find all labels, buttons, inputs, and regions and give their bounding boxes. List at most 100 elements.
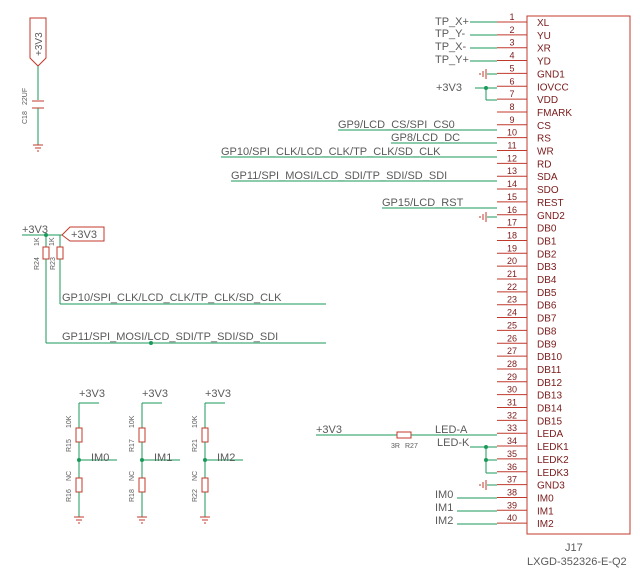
pin-name: IM0 [537,493,554,504]
pin-name: IM2 [537,519,554,530]
pin-number: 18 [507,230,517,240]
net-im2: IM2 [435,515,453,527]
c18-flag-label: +3V3 [34,32,45,56]
pin-number: 19 [507,243,517,253]
r24-ref: R24 [34,257,41,270]
pin-number: 36 [507,462,517,472]
connector-body [526,15,631,535]
top-value: 10K [192,415,199,428]
pin-number: 11 [507,141,516,151]
pin-number: 38 [507,487,517,497]
pin-name: XR [537,44,551,55]
pin-name: DB12 [537,378,562,389]
top-ref: R21 [192,439,199,452]
pin-number: 22 [507,282,517,292]
pin-number: 16 [507,205,517,215]
divider-net-label: IM0 [91,452,109,464]
pullup-net-clk: GP10/SPI_CLK/LCD_CLK/TP_CLK/SD_CLK [62,292,282,304]
top-value: 10K [129,415,136,428]
net-rst: GP15/LCD_RST [382,197,464,209]
pin-number: 2 [509,25,514,35]
pin-name: DB10 [537,352,562,363]
pin-number: 31 [507,398,517,408]
resistor-top [138,427,146,443]
pin-name: DB11 [537,365,562,376]
r23-ref: R23 [50,257,57,270]
pin-name: RS [537,134,551,145]
pin-name: DB9 [537,339,557,350]
pin-name: GND1 [537,69,565,80]
divider-supply-label: +3V3 [205,388,231,400]
v33-flag-c18 [29,17,47,67]
pin-name: RD [537,159,551,170]
pin-name: DB5 [537,288,557,299]
divider-supply-label: +3V3 [142,388,168,400]
pin-name: DB6 [537,301,557,312]
r23-value: 1K [49,237,56,246]
pin-name: GND3 [537,481,565,492]
pin-name: LEDA [537,429,563,440]
pin-number: 28 [507,359,517,369]
pin-number: 14 [507,179,517,189]
pin-number: 25 [507,320,517,330]
im-nets: IM0 IM1 IM2 [435,489,497,527]
pin-number: 26 [507,333,517,343]
pin-name: DB14 [537,404,562,415]
resistor-bottom [75,477,83,493]
bottom-ref: R16 [66,489,73,502]
capacitor-c18: +3V3 C18 22UF [22,17,47,152]
net-leda: LED-A [435,424,468,436]
resistor-bottom [201,477,209,493]
pin-number: 37 [507,475,517,485]
pin-name: IOVCC [537,82,569,93]
pin-number: 32 [507,410,517,420]
pin-number: 9 [509,115,514,125]
pin-number: 4 [509,51,514,61]
pin-name: YD [537,57,551,68]
pin-number: 20 [507,256,517,266]
pin-number: 13 [507,166,517,176]
pin-name: CS [537,121,551,132]
power-pins: +3V3 [436,69,497,101]
pin-name: LEDK2 [537,455,569,466]
net-tp-ym: TP_Y- [435,28,466,40]
pin-number: 21 [507,269,517,279]
pullup-flag-label: +3V3 [71,229,97,241]
net-im1: IM1 [435,502,453,514]
im-dividers: +3V3IM0R1510KR16NC+3V3IM1R1710KR18NC+3V3… [66,388,243,524]
pin-number: 5 [509,63,514,73]
c18-value: 22UF [22,88,29,105]
pin-name: DB3 [537,262,557,273]
pin-number: 1 [509,12,514,22]
pin-number: 39 [507,500,517,510]
touch-nets: TP_X+ TP_Y- TP_X- TP_Y+ [435,16,497,66]
pin-number: 34 [507,436,517,446]
pin-name: DB2 [537,249,557,260]
pin-name: REST [537,198,564,209]
net-tp-xp: TP_X+ [435,16,469,28]
pin-name: DB15 [537,416,562,427]
pin-name: FMARK [537,108,572,119]
resistor-top [201,427,209,443]
pin-name: LEDK1 [537,442,569,453]
net-tp-xm: TP_X- [435,41,467,53]
net-cs: GP9/LCD_CS/SPI_CS0 [338,119,455,131]
pin-name: GND2 [537,211,565,222]
